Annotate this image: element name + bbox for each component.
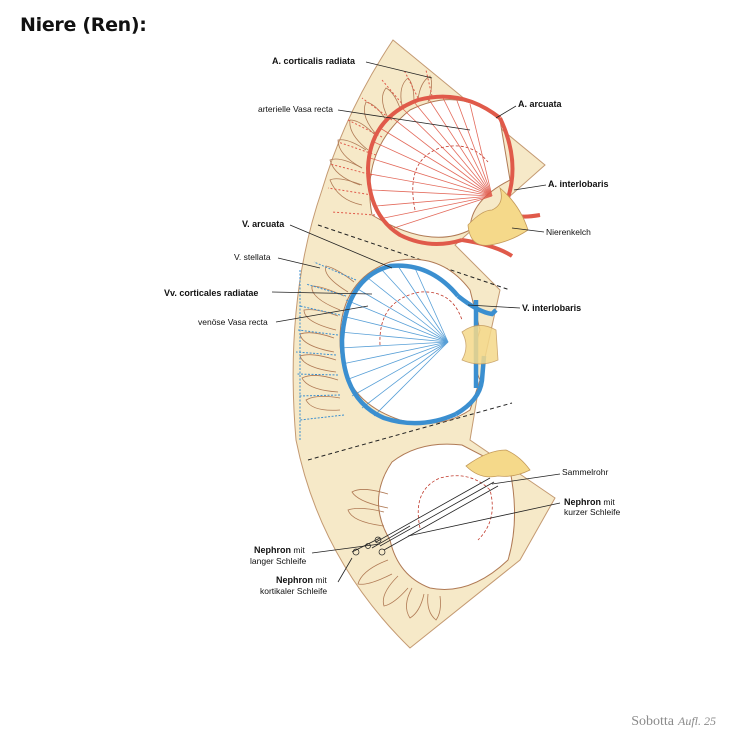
arterial-segment (327, 69, 541, 258)
label-nephron-kurz: Nephron mit (564, 497, 615, 507)
label-a-interlobaris: A. interlobaris (548, 179, 609, 189)
label-a-corticalis-radiata: A. corticalis radiata (272, 56, 356, 66)
label-arterielle-vasa-recta: arterielle Vasa recta (258, 104, 333, 114)
divider-upper (317, 224, 511, 291)
credit-name: Sobotta (631, 714, 674, 729)
label-nephron-kortikal-line2: kortikaler Schleife (260, 586, 327, 596)
label-vv-corticales-radiatae: Vv. corticales radiatae (164, 288, 258, 298)
label-v-interlobaris: V. interlobaris (522, 303, 581, 313)
credit-edition: Aufl. 25 (678, 714, 716, 728)
a-arcuata-vessel (365, 94, 502, 246)
label-sammelrohr: Sammelrohr (562, 467, 608, 477)
label-nephron-lang-line2: langer Schleife (250, 556, 307, 566)
label-v-stellata: V. stellata (234, 252, 271, 262)
leader-lines (271, 61, 561, 583)
label-venoese-vasa-recta: venöse Vasa recta (198, 317, 268, 327)
label-nephron-kortikal: Nephron mit (276, 575, 327, 585)
v-interlobaris-vessel (456, 294, 498, 317)
label-nierenkelch: Nierenkelch (546, 227, 591, 237)
venous-segment (295, 258, 499, 440)
calyx-upper (467, 186, 529, 246)
v-arcuata-vessel (339, 263, 460, 426)
divider-lower (307, 402, 513, 461)
page-title: Niere (Ren): (20, 14, 147, 36)
credit: Sobotta Aufl. 25 (631, 714, 716, 730)
label-nephron-kurz-line2: kurzer Schleife (564, 507, 620, 517)
calyx-lower (465, 449, 531, 478)
label-nephron-lang: Nephron mit (254, 545, 305, 555)
label-v-arcuata: V. arcuata (242, 219, 285, 229)
calyx-middle (461, 325, 499, 365)
nephron-segment (347, 443, 531, 621)
label-a-arcuata: A. arcuata (518, 99, 563, 109)
